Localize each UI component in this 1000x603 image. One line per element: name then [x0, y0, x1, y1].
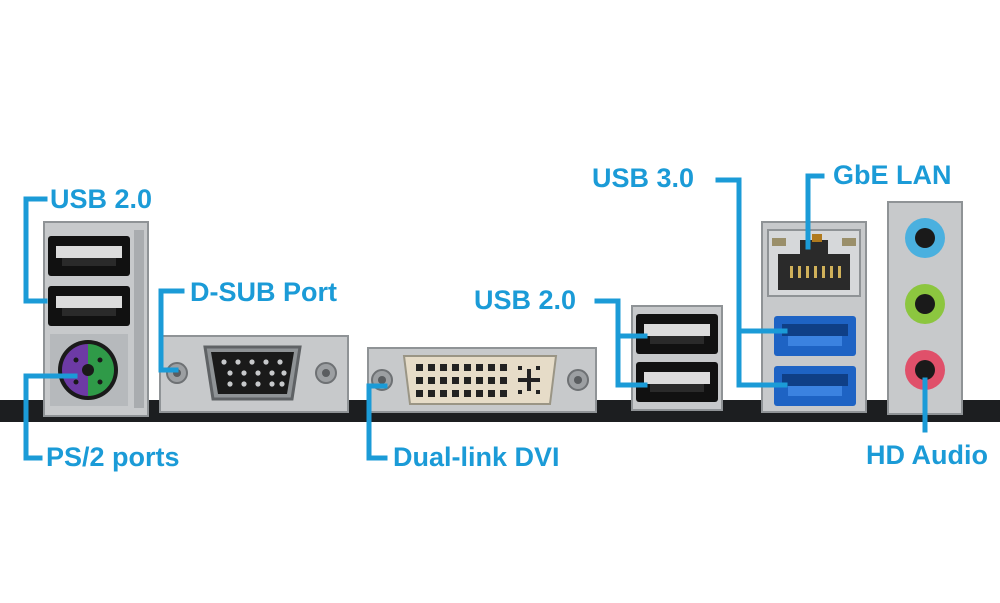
- callout-line-dvi: [366, 383, 388, 461]
- callout-line-dsub: [158, 288, 185, 373]
- usb20-port-left-bottom: [48, 286, 130, 326]
- audio-jack-mic: [905, 350, 945, 390]
- label-dsub-port: D-SUB Port: [190, 277, 337, 307]
- callout-line-usb20-mid: [594, 298, 648, 339]
- lan-usb3-stack: [761, 221, 867, 413]
- label-usb30: USB 3.0: [592, 163, 695, 193]
- label-usb20-left: USB 2.0: [50, 184, 153, 214]
- usb20-port-left-top: [48, 236, 130, 276]
- usb30-port-bottom: [774, 366, 856, 406]
- usb-ps2-stack: [43, 221, 149, 417]
- gbe-lan-port: [767, 229, 861, 297]
- usb20-stack-mid: [631, 305, 723, 411]
- label-usb20-mid: USB 2.0: [474, 285, 577, 315]
- label-ps2-ports: PS/2 ports: [46, 442, 180, 472]
- label-dual-link-dvi: Dual-link DVI: [393, 442, 560, 472]
- callout-line-ps2: [23, 373, 78, 461]
- callout-lines: [23, 173, 928, 461]
- callout-line-usb20-mid-b: [615, 333, 648, 388]
- callout-line-usb30: [715, 177, 788, 334]
- ps2-combo-port: [50, 334, 128, 406]
- label-hd-audio: HD Audio: [866, 440, 988, 470]
- audio-jack-line-in: [905, 218, 945, 258]
- usb20-port-mid-bottom: [636, 362, 718, 402]
- dvi-port: [367, 347, 597, 413]
- usb30-port-top: [774, 316, 856, 356]
- callout-line-gbe-lan: [805, 173, 825, 250]
- label-gbe-lan: GbE LAN: [833, 160, 952, 190]
- usb20-port-mid-top: [636, 314, 718, 354]
- audio-jack-line-out: [905, 284, 945, 324]
- callout-line-usb20-left: [23, 196, 48, 304]
- dsub-vga-port: [159, 335, 349, 413]
- callout-line-usb30-b: [736, 328, 788, 388]
